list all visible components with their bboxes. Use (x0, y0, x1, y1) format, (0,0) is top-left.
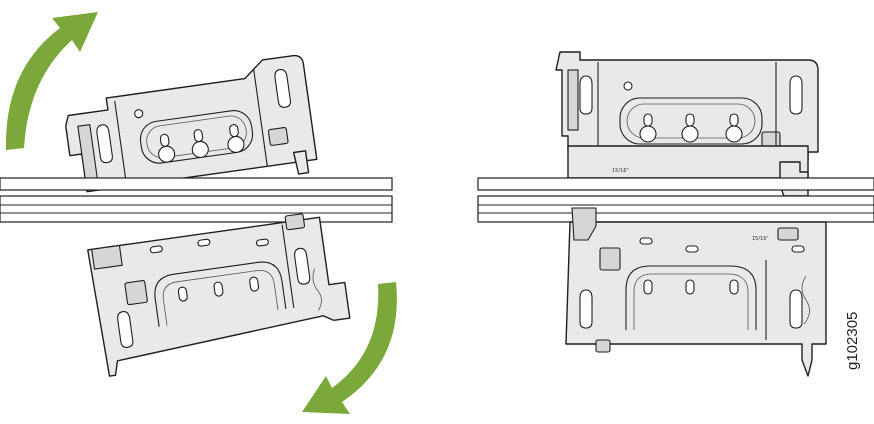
left-panel (0, 12, 397, 414)
right-lower-bracket: 15/16" (565, 207, 827, 377)
figure-id-label: g102305 (844, 311, 861, 370)
rotate-counterclockwise-arrow-icon (302, 282, 397, 414)
rotate-clockwise-arrow-icon (5, 12, 98, 150)
right-rail (477, 177, 874, 223)
left-rail (0, 177, 393, 223)
right-upper-bracket: 15/16" (555, 51, 819, 197)
left-upper-bracket (65, 54, 318, 193)
right-panel: 15/16" 1 (477, 51, 874, 377)
dimension-label-top: 15/16" (612, 168, 629, 174)
left-lower-bracket (87, 213, 351, 377)
dimension-label-bottom: 15/16" (752, 236, 769, 242)
